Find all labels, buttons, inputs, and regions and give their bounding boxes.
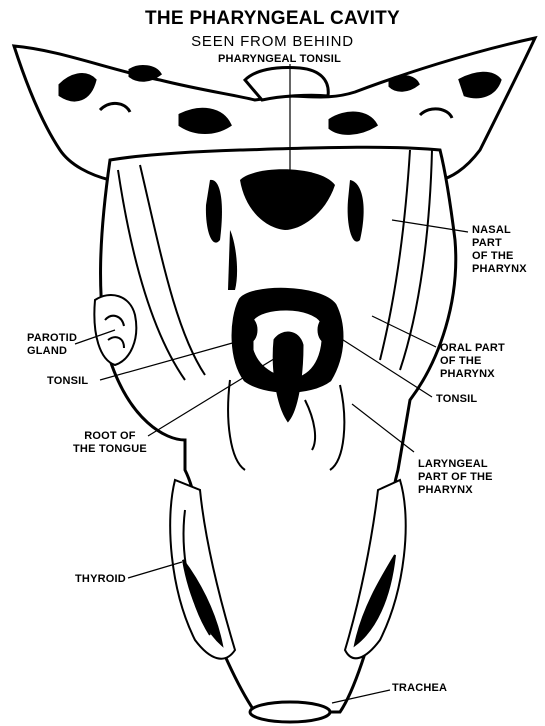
label-laryngeal-part: LARYNGEAL PART OF THE PHARYNX [418, 458, 493, 497]
label-nasal-part: NASAL PART OF THE PHARYNX [472, 224, 527, 276]
diagram-title: THE PHARYNGEAL CAVITY [0, 8, 545, 30]
label-thyroid: THYROID [75, 573, 126, 586]
label-pharyngeal-tonsil: PHARYNGEAL TONSIL [218, 53, 341, 66]
label-trachea: TRACHEA [392, 682, 447, 695]
label-tonsil-left: TONSIL [47, 375, 88, 388]
trachea-ring [250, 702, 330, 722]
diagram-subtitle: SEEN FROM BEHIND [0, 33, 545, 50]
label-root-of-tongue: ROOT OF THE TONGUE [73, 430, 147, 456]
label-parotid-gland: PAROTID GLAND [27, 332, 77, 358]
pharynx-walls [101, 147, 456, 712]
label-tonsil-right: TONSIL [436, 393, 477, 406]
label-oral-part: ORAL PART OF THE PHARYNX [440, 342, 505, 381]
